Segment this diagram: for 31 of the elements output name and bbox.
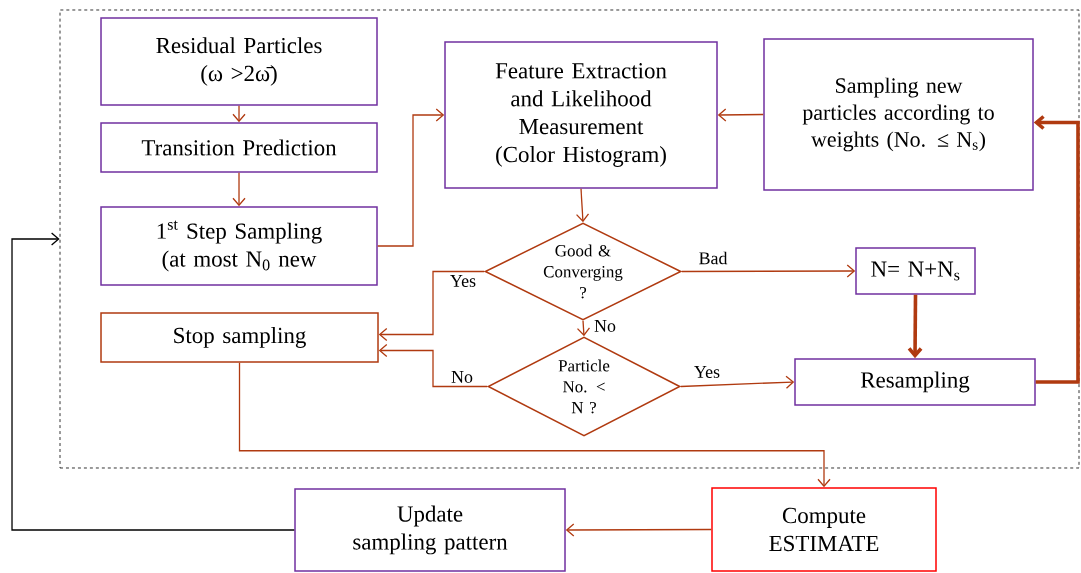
process-box: Stop sampling bbox=[100, 312, 379, 363]
arrow bbox=[576, 320, 591, 337]
dashed-frame bbox=[59, 9, 1080, 469]
edge-label: Yes bbox=[692, 365, 722, 379]
arrow bbox=[378, 343, 488, 388]
process-box: Update sampling pattern bbox=[294, 488, 566, 572]
arrow bbox=[907, 294, 923, 359]
process-box: Resampling bbox=[794, 358, 1036, 406]
process-box: 1$^{st}$ Step Sampling (at most N$_{0}$ new bbox=[100, 206, 378, 286]
arrow bbox=[232, 172, 246, 207]
arrow bbox=[238, 362, 831, 488]
process-box: Transition Prediction bbox=[100, 122, 378, 173]
process-box: Compute ESTIMATE bbox=[711, 487, 937, 572]
arrow bbox=[565, 523, 712, 537]
edge-label: Yes bbox=[448, 274, 478, 288]
arrow bbox=[717, 108, 764, 122]
process-box: Residual Particles (ω >2ω̄) bbox=[100, 17, 378, 106]
process-box: N= N+N$_{s}$ bbox=[855, 247, 976, 295]
edge-label: Bad bbox=[697, 250, 729, 266]
arrow bbox=[11, 232, 295, 531]
arrow bbox=[575, 188, 590, 223]
process-box: Sampling new particles according to weights (No. ≤ N$_{s}$) bbox=[763, 38, 1034, 191]
arrow bbox=[1033, 115, 1080, 384]
edge-label: No bbox=[450, 370, 474, 384]
arrow bbox=[680, 375, 795, 389]
arrow bbox=[378, 270, 485, 342]
arrow bbox=[681, 264, 856, 278]
process-box: Feature Extraction and Likelihood Measurement (Color Histogram) bbox=[444, 41, 718, 189]
arrow bbox=[232, 105, 246, 123]
arrow bbox=[377, 108, 445, 247]
edge-label: No bbox=[593, 319, 617, 333]
